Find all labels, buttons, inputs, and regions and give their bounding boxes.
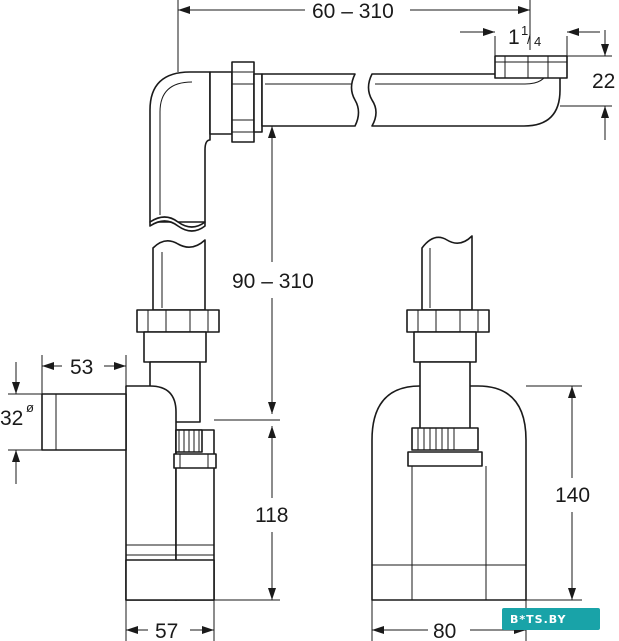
watermark-badge: B*TS.BY — [502, 608, 600, 630]
dim-thread-height: 22 — [592, 70, 615, 93]
svg-text:4: 4 — [534, 34, 541, 49]
dim-side-outlet: 53 — [70, 356, 93, 379]
svg-text:1: 1 — [508, 26, 520, 49]
svg-text:/: / — [527, 32, 531, 47]
side-view-trap — [41, 239, 220, 601]
svg-text:32: 32 — [0, 407, 23, 430]
dimension-lines — [8, 0, 612, 641]
svg-text:ø: ø — [26, 400, 34, 415]
dim-front-width: 80 — [433, 620, 456, 641]
dim-thread-size: 1 1 / 4 — [508, 23, 541, 49]
svg-text:B*TS.BY: B*TS.BY — [510, 613, 567, 626]
svg-text:1: 1 — [521, 23, 528, 38]
dim-top-width: 60 – 310 — [312, 0, 394, 23]
dim-vertical-range: 90 – 310 — [232, 270, 314, 293]
front-view-trap — [371, 235, 527, 601]
dim-front-height: 140 — [555, 484, 590, 507]
horizontal-drain-pipe — [149, 55, 568, 232]
dim-trap-height: 118 — [255, 504, 288, 527]
dim-outlet-diameter: 32 ø — [0, 400, 34, 430]
dim-trap-width: 57 — [155, 620, 178, 641]
